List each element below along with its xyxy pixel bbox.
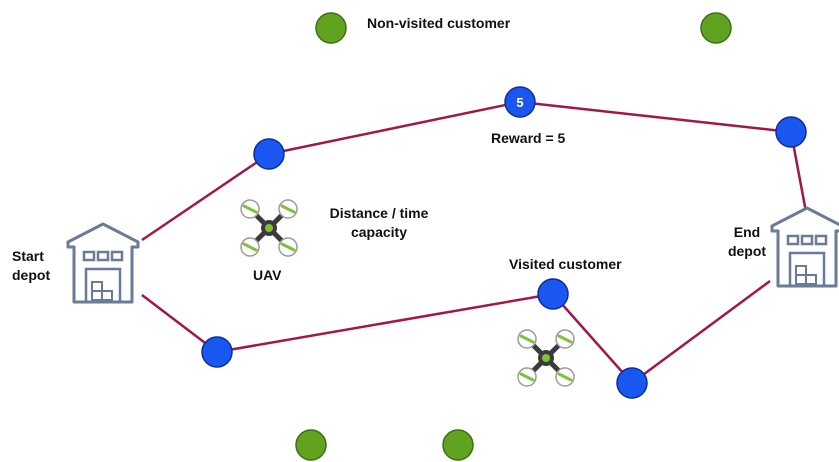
non-visited-customer-node (700, 12, 732, 44)
visited-customer-node (537, 278, 569, 310)
reward-label: Reward = 5 (491, 130, 566, 146)
uav-drone-icon (241, 200, 297, 256)
capacity-label: Distance / time capacity (318, 204, 440, 242)
end-depot-label-line2: depot (727, 243, 767, 259)
start-depot-warehouse-icon (66, 222, 140, 304)
reward-node-value: 5 (516, 95, 523, 110)
start-depot-label: Start depot (12, 247, 50, 285)
end-depot-label: End depot (722, 223, 772, 261)
visited-customer-node (253, 138, 285, 170)
route-edge (552, 293, 633, 384)
capacity-label-line1: Distance / time (329, 205, 429, 221)
route-edge (141, 152, 270, 242)
route-edge (216, 292, 554, 354)
visited-customer-node-reward (504, 86, 536, 118)
end-depot-label-line1: End (733, 224, 761, 240)
route-drone-icon (518, 330, 574, 386)
uav-label: UAV (253, 267, 282, 283)
visited-customer-label: Visited customer (509, 256, 622, 272)
end-depot-warehouse-icon (770, 206, 839, 288)
route-edge (519, 100, 792, 134)
visited-customer-node (775, 116, 807, 148)
route (141, 100, 808, 385)
capacity-label-line2: capacity (350, 224, 408, 240)
non-visited-customer-node (315, 12, 347, 44)
visited-customer-node (201, 336, 233, 368)
start-depot-label-line2: depot (12, 267, 51, 283)
start-depot-label-line1: Start (12, 248, 44, 264)
route-edge (631, 279, 771, 385)
non-visited-customer-node (295, 429, 327, 461)
non-visited-customer-node (442, 429, 474, 461)
non-visited-customer-label: Non-visited customer (367, 15, 511, 31)
visited-customer-node (616, 367, 648, 399)
route-edge (268, 100, 521, 156)
